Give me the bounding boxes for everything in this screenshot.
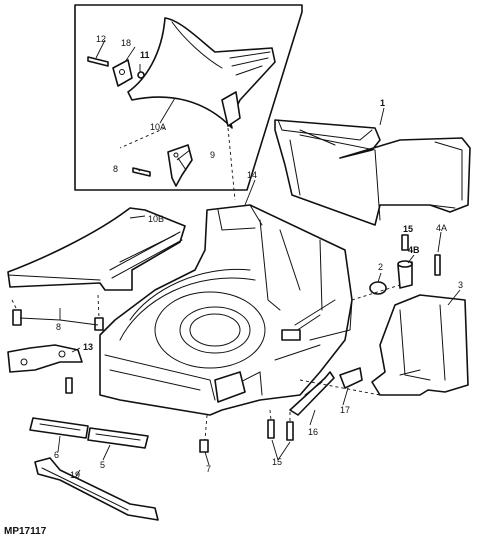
mower-deck-14 xyxy=(99,204,353,416)
figure-code: MP17117 xyxy=(4,526,47,537)
rear-deflector-10a xyxy=(127,17,276,129)
callout-4b: 4B xyxy=(408,245,420,255)
hinge-bracket-18 xyxy=(87,56,145,87)
callout-7: 7 xyxy=(206,464,211,474)
rear-cover-3 xyxy=(371,294,469,396)
callout-12: 12 xyxy=(96,34,106,44)
callout-14: 14 xyxy=(247,170,257,180)
callout-5: 5 xyxy=(100,460,105,470)
grass-chute-1 xyxy=(274,119,471,226)
plug-17 xyxy=(339,367,363,389)
callout-19: 19 xyxy=(70,470,80,480)
callout-15-bottom: 15 xyxy=(272,457,282,467)
callout-3: 3 xyxy=(458,280,463,290)
side-deflector-10b xyxy=(7,207,186,291)
callout-2: 2 xyxy=(378,262,383,272)
assembly-dashed-lines xyxy=(11,127,401,441)
callout-11: 11 xyxy=(140,50,150,60)
leader-lines xyxy=(19,39,461,479)
callout-8-top: 8 xyxy=(113,164,118,174)
decal-6 xyxy=(29,417,89,439)
callout-9: 9 xyxy=(210,150,215,160)
shield-plate-13 xyxy=(7,309,104,394)
callout-1: 1 xyxy=(380,98,385,108)
callout-10a: 10A xyxy=(150,122,166,132)
bolts-7-15 xyxy=(199,419,294,453)
decal-5 xyxy=(87,427,149,449)
callout-labels: 1 2 3 4A 4B 5 6 7 8 8 9 10A 10B 11 12 13… xyxy=(54,34,463,480)
callout-17: 17 xyxy=(340,405,350,415)
callout-18: 18 xyxy=(121,38,131,48)
inset-frame xyxy=(74,4,303,191)
callout-6: 6 xyxy=(54,450,59,460)
callout-15-mid: 15 xyxy=(403,224,413,234)
callout-13: 13 xyxy=(83,342,93,352)
mount-bracket-9 xyxy=(132,144,193,187)
front-skid-19 xyxy=(34,457,159,521)
callout-10b: 10B xyxy=(148,214,164,224)
callout-16: 16 xyxy=(308,427,318,437)
callout-8-left: 8 xyxy=(56,322,61,332)
callout-4a: 4A xyxy=(436,223,447,233)
